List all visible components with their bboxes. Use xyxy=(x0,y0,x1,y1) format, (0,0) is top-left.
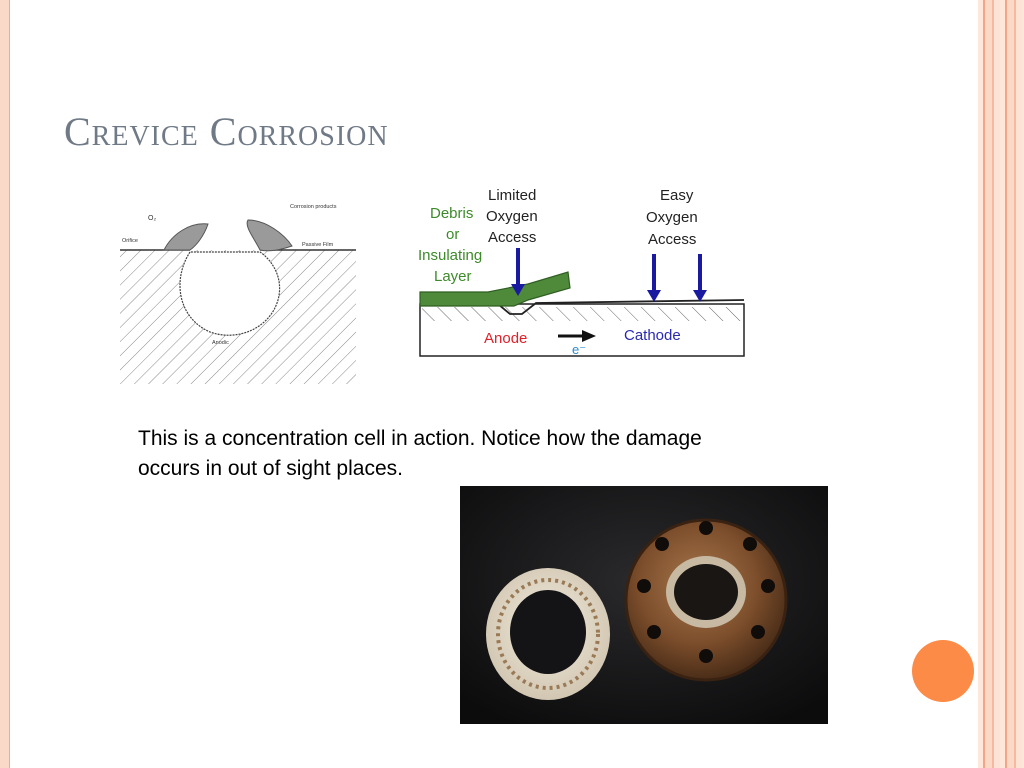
label-anode: Anode xyxy=(484,330,527,347)
label-access-limited: Access xyxy=(488,229,536,246)
label-or: or xyxy=(446,226,459,243)
slide-title: Crevice Corrosion xyxy=(64,109,389,154)
label-insulating: Insulating xyxy=(418,247,482,264)
label-oxygen-limited: Oxygen xyxy=(486,208,538,225)
label-debris: Debris xyxy=(430,205,473,222)
label-cathode: Cathode xyxy=(624,327,681,344)
crevice-pit-diagram: O₂ Corrosion products Orifice Passive Fi… xyxy=(120,200,356,384)
label-o2: O₂ xyxy=(148,215,156,222)
label-anodic: Anodic xyxy=(212,340,229,346)
slide-caption: This is a concentration cell in action. … xyxy=(138,427,702,480)
label-limited: Limited xyxy=(488,187,536,204)
label-access-easy: Access xyxy=(648,231,696,248)
slide-frame-right xyxy=(978,0,1024,768)
label-easy: Easy xyxy=(660,187,694,204)
label-orifice: Orifice xyxy=(122,238,138,244)
label-passive-film: Passive Film xyxy=(302,242,334,248)
label-corrosion-products: Corrosion products xyxy=(290,204,337,210)
label-layer: Layer xyxy=(434,268,472,285)
label-electron: e⁻ xyxy=(572,342,586,357)
label-oxygen-easy: Oxygen xyxy=(646,209,698,226)
slide-frame-left xyxy=(0,0,10,768)
corroded-flange-photo xyxy=(460,486,828,724)
accent-circle xyxy=(912,640,974,702)
oxygen-access-diagram: Debris or Insulating Layer Limited Oxyge… xyxy=(418,186,746,358)
